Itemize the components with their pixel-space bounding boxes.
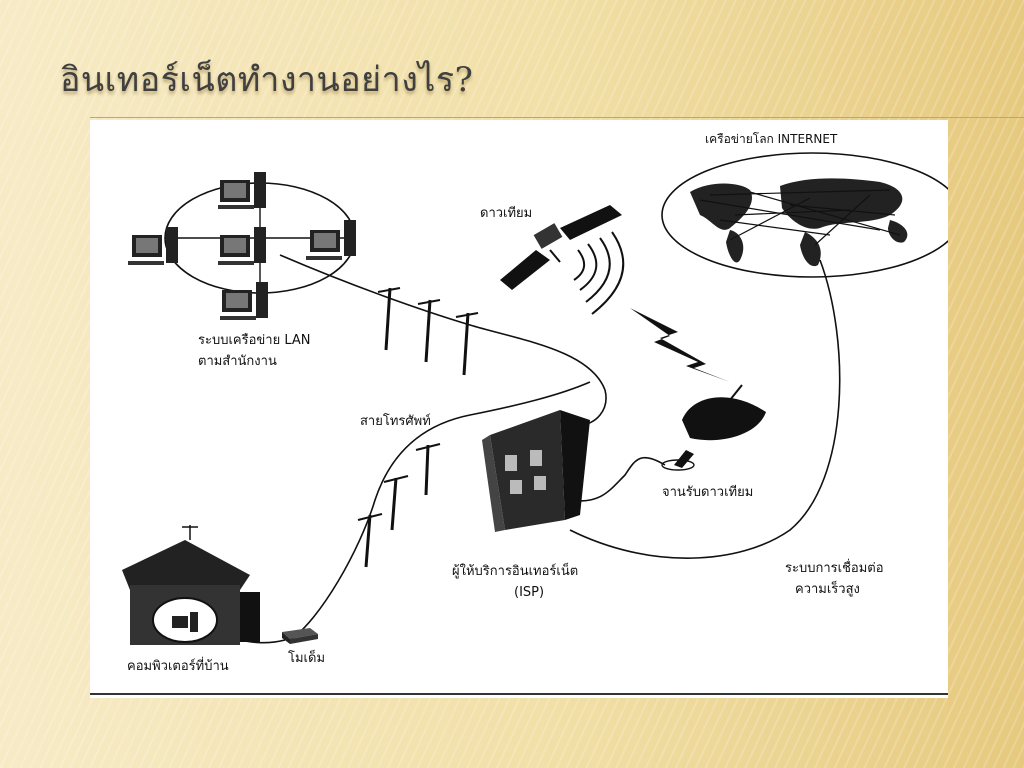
title-divider [90,117,1024,118]
highspeed-label-line2: ความเร็วสูง [795,579,860,597]
lan-label-line1: ระบบเครือข่าย LAN [198,332,311,348]
modem-label: โมเด็ม [288,648,325,666]
signal-waves-icon [573,231,625,315]
computer-icon [218,172,266,209]
isp-label-line1: ผู้ให้บริการอินเทอร์เน็ต [452,561,578,579]
isp-label-line2: (ISP) [514,585,544,600]
computer-icon [306,220,356,260]
lan-label-line2: ตามสำนักงาน [198,354,277,369]
computer-icon [218,227,266,265]
satellite-icon [500,205,622,290]
lan-phone-cable [279,254,607,426]
home-computer-label: คอมพิวเตอร์ที่บ้าน [127,657,229,674]
computer-icon [128,227,178,265]
telephone-pole-icon [357,443,441,568]
telephone-pole-icon [377,287,479,376]
phone-line-label: สายโทรศัพท์ [360,413,431,429]
dish-label: จานรับดาวเทียม [662,484,753,500]
slide-title: อินเทอร์เน็ตทำงานอย่างไร? [60,60,474,100]
computer-icon [220,282,268,320]
satellite-label: ดาวเทียม [480,205,532,221]
isp-building-icon [482,410,590,532]
office-lan-network [128,172,356,320]
isp-phone-cable [289,381,591,641]
highspeed-cable [569,259,841,559]
network-diagram: ระบบเครือข่าย LAN ตามสำนักงาน สายโทรศัพท… [90,120,948,698]
connection-lines [239,254,841,644]
house-icon [122,525,260,645]
lightning-icon [630,308,730,382]
figure-bottom-rule [90,693,948,695]
modem-icon [282,628,318,644]
internet-label: เครือข่ายโลก INTERNET [705,132,838,146]
globe-internet-icon [661,152,948,278]
highspeed-label-line1: ระบบการเชื่อมต่อ [785,559,884,576]
isp-dish-cable [569,456,666,502]
satellite-dish-icon [661,384,766,471]
